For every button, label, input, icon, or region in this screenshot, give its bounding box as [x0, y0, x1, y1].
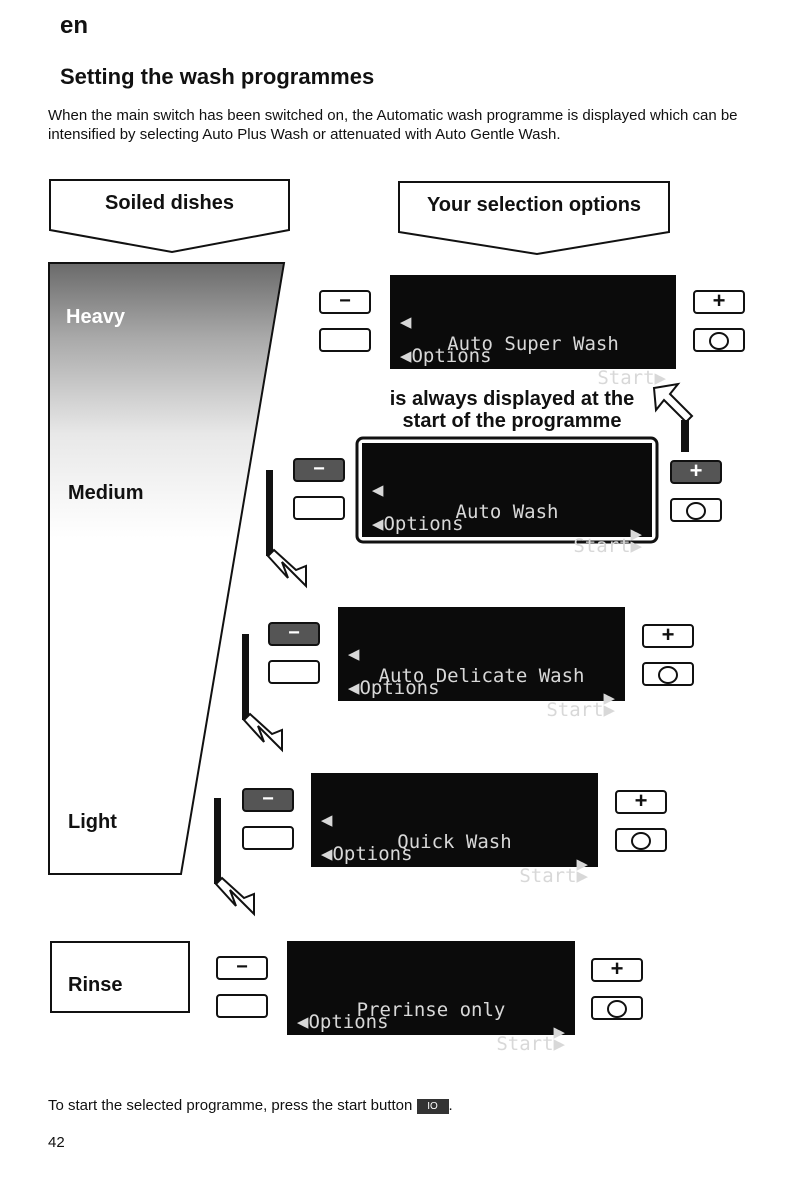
options-softkey-label: ◀Options — [400, 345, 492, 367]
pointer-arrow-icon — [652, 382, 694, 452]
programme-name: Auto Delicate Wash — [378, 665, 585, 687]
display-top-row: ◀ Auto Wash ▶ — [372, 457, 642, 545]
programme-name: Prerinse only — [356, 999, 506, 1021]
options-softkey-label: ◀Options — [372, 513, 464, 535]
plus-key[interactable]: + — [693, 290, 745, 314]
soiled-dishes-callout: Soiled dishes — [48, 178, 291, 254]
programme-name: Auto Super Wash — [447, 333, 619, 355]
display-quick-wash: ◀ Quick Wash ▶ ◀Options Start▶ — [311, 773, 598, 887]
blank-key[interactable] — [242, 826, 294, 850]
start-softkey-label: Start▶ — [519, 865, 588, 887]
blank-key[interactable] — [216, 994, 268, 1018]
start-key[interactable] — [670, 498, 722, 522]
footer-period: . — [448, 1097, 453, 1114]
selection-options-callout: Your selection options — [397, 180, 671, 256]
start-key[interactable] — [642, 662, 694, 686]
soiled-callout-shape — [49, 179, 290, 254]
flow-arrow-icon — [242, 634, 283, 753]
start-note-line-1: is always displayed at the — [389, 388, 635, 410]
start-softkey-label: Start▶ — [597, 367, 666, 389]
display-bottom-row: ◀Options Start▶ — [348, 655, 615, 721]
level-rinse: Rinse — [68, 974, 123, 996]
start-circle-icon — [658, 666, 678, 684]
display-auto-delicate-wash: ◀ Auto Delicate Wash ▶ ◀Options Start▶ — [338, 607, 625, 721]
soil-level-wedge — [48, 262, 286, 875]
start-circle-icon — [709, 332, 729, 350]
display-bottom-row: ◀Options Start▶ — [400, 323, 666, 389]
minus-key[interactable]: − — [319, 290, 371, 314]
blank-key[interactable] — [268, 660, 320, 684]
start-key[interactable] — [615, 828, 667, 852]
language-code: en — [60, 12, 89, 39]
plus-key-active[interactable]: + — [670, 460, 722, 484]
right-arrow: ▶ — [630, 523, 642, 545]
display-bottom-row: ◀Options Start▶ — [321, 821, 588, 887]
start-circle-icon — [631, 832, 651, 850]
flow-arrow-icon — [214, 798, 255, 917]
display-bottom-row: ◀Options Start▶ — [372, 491, 642, 557]
footer-text: To start the selected programme, press t… — [48, 1097, 413, 1114]
options-softkey-label: ◀Options — [348, 677, 440, 699]
display-top-row: ◀ Auto Delicate Wash ▶ — [348, 621, 615, 709]
minus-key-active[interactable]: − — [293, 458, 345, 482]
blank-key[interactable] — [319, 328, 371, 352]
current-programme-frame — [355, 436, 659, 544]
intro-paragraph: When the main switch has been switched o… — [48, 107, 738, 143]
minus-key-active[interactable]: − — [268, 622, 320, 646]
display-prerinse-only: Prerinse only ▶ ◀Options Start▶ — [287, 941, 575, 1055]
start-key[interactable] — [591, 996, 643, 1020]
display-top-row: ◀ Auto Super Wash — [400, 289, 666, 355]
display-auto-super-wash: ◀ Auto Super Wash ◀Options Start▶ — [390, 275, 676, 389]
minus-key-active[interactable]: − — [242, 788, 294, 812]
left-arrow: ◀ — [321, 809, 333, 831]
plus-key[interactable]: + — [642, 624, 694, 648]
start-circle-icon — [607, 1000, 627, 1018]
left-arrow: ◀ — [400, 311, 412, 333]
right-arrow: ▶ — [553, 1021, 565, 1043]
start-circle-icon — [686, 502, 706, 520]
level-light: Light — [68, 811, 117, 833]
level-medium: Medium — [68, 482, 144, 504]
display-top-row: Prerinse only ▶ — [297, 955, 565, 1043]
soiled-callout-label: Soiled dishes — [105, 192, 234, 214]
options-callout-label: Your selection options — [426, 194, 642, 216]
start-note: is always displayed at the start of the … — [372, 388, 652, 432]
left-arrow: ◀ — [348, 643, 360, 665]
start-note-line-2: start of the programme — [402, 410, 622, 432]
start-button-icon: IO — [416, 1098, 449, 1114]
rinse-box — [50, 941, 190, 1013]
display-auto-wash: ◀ Auto Wash ▶ ◀Options Start▶ — [362, 443, 652, 557]
footer-instruction: To start the selected programme, press t… — [48, 1097, 453, 1114]
options-softkey-label: ◀Options — [321, 843, 413, 865]
options-softkey-label: ◀Options — [297, 1011, 389, 1033]
right-arrow: ▶ — [576, 853, 588, 875]
start-softkey-label: Start▶ — [546, 699, 615, 721]
start-softkey-label: Start▶ — [573, 535, 642, 557]
minus-key[interactable]: − — [216, 956, 268, 980]
programme-name: Auto Wash — [455, 501, 559, 523]
flow-arrow-icon — [266, 470, 307, 589]
plus-key[interactable]: + — [615, 790, 667, 814]
plus-key[interactable]: + — [591, 958, 643, 982]
level-heavy: Heavy — [66, 306, 125, 328]
display-top-row: ◀ Quick Wash ▶ — [321, 787, 588, 875]
start-softkey-label: Start▶ — [496, 1033, 565, 1055]
blank-key[interactable] — [293, 496, 345, 520]
page-title: Setting the wash programmes — [60, 64, 375, 89]
right-arrow: ▶ — [603, 687, 615, 709]
programme-name: Quick Wash — [397, 831, 512, 853]
display-bottom-row: ◀Options Start▶ — [297, 989, 565, 1055]
left-arrow: ◀ — [372, 479, 384, 501]
start-key[interactable] — [693, 328, 745, 352]
options-callout-shape — [398, 181, 670, 256]
page-number: 42 — [48, 1134, 65, 1151]
